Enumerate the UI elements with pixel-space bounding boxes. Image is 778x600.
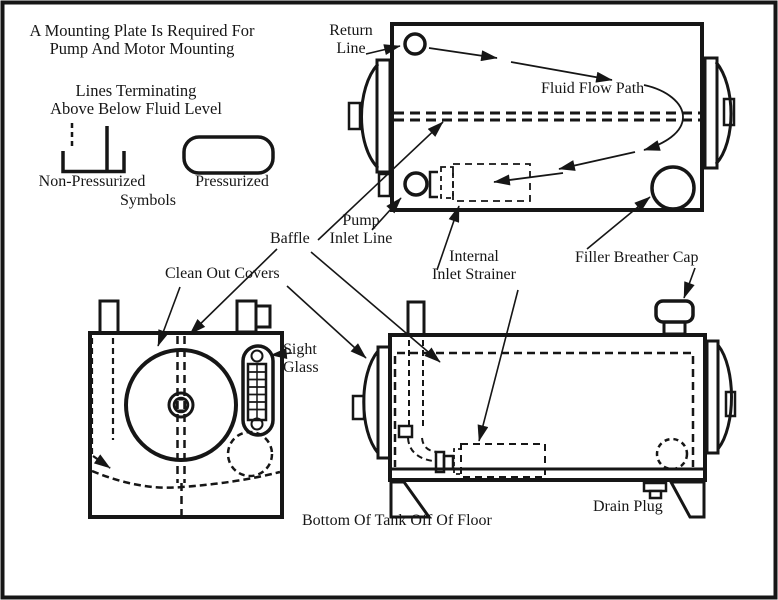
legend-symbols (61, 123, 275, 175)
drain-plug-label: Drain Plug (593, 498, 663, 515)
leader-baffle-top (317, 121, 444, 241)
pressurized-label: Pressurized (195, 173, 269, 190)
tank-end-body (88, 331, 284, 519)
return-line-port (403, 32, 427, 56)
leader-filler-side (683, 267, 696, 299)
leader-baffle-side (310, 251, 441, 363)
baffle-line (394, 111, 700, 122)
symbols-label: Symbols (119, 192, 176, 209)
return-line-label: Return Line (329, 22, 373, 57)
fluid-flow-arrows (428, 47, 684, 186)
pipe-flange (397, 424, 414, 439)
leader-filler-top (586, 196, 651, 250)
strainer-box-top-view (452, 163, 531, 202)
leader-cleanout-circle (157, 286, 181, 347)
fluid-flow-path-label: Fluid Flow Path (541, 80, 645, 97)
non-pressurized-symbol (61, 151, 126, 174)
leader-baffle-end (189, 248, 278, 335)
clean-out-cover-circle (124, 348, 238, 462)
tank-end-view (88, 299, 284, 519)
filler-breather-cap-label: Filler Breather Cap (575, 249, 699, 266)
drain-plug-shape (642, 481, 668, 500)
legend-title: Lines Terminating Above Below Fluid Leve… (50, 81, 222, 119)
tank-top-view (347, 22, 736, 212)
clean-out-covers-label: Clean Out Covers (165, 265, 280, 282)
strainer-box-side-view (460, 443, 546, 478)
baffle-label: Baffle (270, 230, 310, 247)
leader-pump-inlet (371, 197, 402, 231)
sight-glass-shape (241, 344, 275, 437)
sight-glass-label: Sight Glass (283, 341, 319, 376)
bottom-caption: Bottom Of Tank Off Of Floor (302, 512, 492, 529)
return-pipe-stub (406, 300, 426, 337)
tank-leg-left (389, 480, 432, 519)
leader-strainer-side (477, 289, 519, 442)
leader-lines (157, 44, 696, 442)
filler-breather-cap-shape (654, 299, 695, 336)
pump-inlet-line-label: Pump Inlet Line (329, 212, 393, 247)
baffle-end-view-line (176, 336, 186, 517)
pump-inlet-port (403, 171, 429, 197)
leader-strainer-top (436, 205, 460, 271)
pressurized-symbol (182, 135, 275, 175)
hidden-return-pipe-side (407, 340, 438, 462)
hidden-drain-circle (655, 437, 689, 471)
filler-breather-port (650, 165, 696, 211)
internal-inlet-strainer-label: Internal Inlet Strainer (432, 248, 516, 283)
hidden-return-pipe (90, 338, 115, 469)
inner-wall-hidden-line (393, 351, 695, 467)
hidden-cover-circle (226, 430, 274, 478)
leader-return-line (365, 44, 401, 55)
tank-top-body (390, 22, 704, 212)
tank-leg-right (668, 480, 706, 519)
leader-sight-glass (270, 348, 293, 359)
non-pressurized-label: Non-Pressurized (38, 173, 146, 190)
tank-bottom-curve (91, 469, 281, 489)
mounting-note: A Mounting Plate Is Required For Pump An… (29, 21, 255, 59)
tank-side-view (351, 299, 737, 519)
leader-cleanout-side (286, 285, 367, 359)
